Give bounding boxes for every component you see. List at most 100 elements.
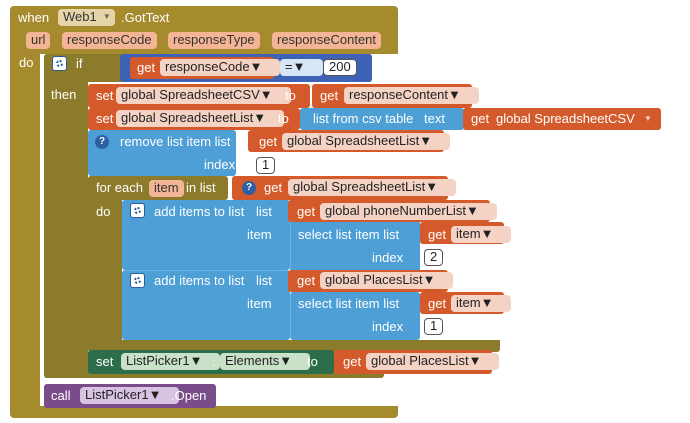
var-dropdown-item[interactable]: item▼: [451, 226, 512, 243]
chevron-down-icon: ▼: [422, 272, 436, 287]
param-url[interactable]: url: [26, 32, 51, 49]
get-label: get: [259, 134, 278, 149]
chevron-down-icon: ▼: [292, 59, 306, 74]
number-200[interactable]: 200: [323, 59, 357, 76]
chevron-down-icon: ▼: [480, 226, 494, 241]
var-dropdown-item[interactable]: item▼: [451, 295, 512, 312]
chevron-down-icon: ▼: [448, 87, 461, 102]
in-list-label: in list: [186, 180, 216, 195]
to-label: to: [285, 88, 296, 103]
number-index-1[interactable]: 1: [256, 157, 276, 174]
index-label: index: [372, 319, 404, 334]
add-items-label: add items to list: [154, 273, 245, 288]
get-label: get: [428, 296, 447, 311]
chevron-down-icon: ▼: [425, 179, 439, 194]
component-dropdown-listpicker1[interactable]: ListPicker1▼: [121, 353, 221, 370]
item-label: item: [247, 296, 272, 311]
var-dropdown-spreadsheetlist[interactable]: global SpreadsheetList▼: [116, 110, 285, 127]
select-list-item-label: select list item list: [298, 296, 400, 311]
set-label: set: [96, 111, 114, 126]
for-each-label: for each: [96, 180, 143, 195]
get-label: get: [297, 273, 316, 288]
chevron-down-icon[interactable]: ▼: [644, 114, 652, 123]
chevron-down-icon: ▼: [279, 353, 293, 368]
dot-label: .: [212, 354, 216, 369]
get-label: get: [297, 204, 316, 219]
remove-list-item-label: remove list item list: [120, 134, 231, 149]
select-list-item-label: select list item list: [298, 227, 400, 242]
mutator-gear-icon[interactable]: [52, 56, 67, 71]
help-icon[interactable]: ?: [95, 135, 109, 149]
get-label: get: [264, 180, 283, 195]
component-dropdown-web1[interactable]: Web1▼: [58, 9, 115, 26]
index-label: index: [204, 157, 236, 172]
var-dropdown-responsecontent[interactable]: responseContent▼: [344, 87, 479, 104]
when-label: when: [18, 10, 50, 25]
text-label: text: [424, 111, 445, 126]
to-label: to: [278, 111, 289, 126]
number-index-2[interactable]: 2: [424, 249, 444, 266]
list-label: list: [256, 273, 272, 288]
var-dropdown-placeslist[interactable]: global PlacesList▼: [366, 353, 500, 370]
var-dropdown-placeslist[interactable]: global PlacesList▼: [320, 272, 454, 289]
for-each-do-label: do: [96, 204, 111, 219]
list-label: list: [256, 204, 272, 219]
chevron-down-icon: ▼: [189, 353, 203, 368]
event-do-label: do: [19, 55, 34, 70]
var-dropdown-responsecode[interactable]: responseCode▼: [160, 59, 281, 76]
to-label: to: [307, 354, 318, 369]
help-icon[interactable]: ?: [242, 181, 256, 195]
if-label: if: [76, 56, 83, 71]
get-label: get: [428, 227, 447, 242]
add-items-label: add items to list: [154, 204, 245, 219]
list-from-csv-label: list from csv table: [313, 111, 414, 126]
mutator-gear-icon[interactable]: [130, 273, 145, 288]
param-responsecontent[interactable]: responseContent: [272, 32, 382, 49]
chevron-down-icon: ▼: [148, 387, 162, 402]
method-open-label: .Open: [171, 388, 207, 403]
get-label: get: [343, 354, 362, 369]
number-index-1[interactable]: 1: [424, 318, 444, 335]
select-list-item-block[interactable]: [290, 292, 420, 340]
chevron-down-icon: ▼: [465, 203, 479, 218]
chevron-down-icon: ▼: [259, 87, 273, 102]
index-label: index: [372, 250, 404, 265]
item-label: item: [247, 227, 272, 242]
get-spreadsheetcsv-block[interactable]: [463, 108, 661, 130]
select-list-item-block[interactable]: [290, 222, 420, 270]
if-then-bottom: [44, 370, 384, 378]
add-items-block-placeslist[interactable]: [122, 270, 290, 340]
mutator-gear-icon[interactable]: [130, 203, 145, 218]
for-each-bottom: [88, 340, 500, 352]
property-dropdown-elements[interactable]: Elements▼: [220, 353, 311, 370]
var-dropdown-spreadsheetlist[interactable]: global SpreadsheetList▼: [288, 179, 457, 196]
event-name: .GotText: [121, 10, 170, 25]
chevron-down-icon: ▼: [102, 12, 111, 21]
get-label: get: [471, 111, 490, 126]
remove-list-item-block[interactable]: [88, 130, 236, 176]
chevron-down-icon: ▼: [468, 353, 482, 368]
var-spreadsheetcsv-text: global SpreadsheetCSV: [496, 111, 635, 126]
add-items-block-phonenumberlist[interactable]: [122, 200, 290, 270]
var-dropdown-spreadsheetlist[interactable]: global SpreadsheetList▼: [282, 133, 451, 150]
chevron-down-icon: ▼: [253, 110, 267, 125]
operator-dropdown[interactable]: =▼: [280, 59, 324, 76]
get-label: get: [320, 88, 339, 103]
if-block[interactable]: [44, 54, 88, 378]
for-each-block[interactable]: [88, 176, 122, 352]
var-dropdown-phonenumberlist[interactable]: global phoneNumberList▼: [320, 203, 497, 220]
set-label: set: [96, 354, 114, 369]
chevron-down-icon: ▼: [480, 295, 494, 310]
param-responsecode[interactable]: responseCode: [62, 32, 157, 49]
set-label: set: [96, 88, 114, 103]
param-responsetype[interactable]: responseType: [168, 32, 260, 49]
chevron-down-icon: ▼: [249, 59, 263, 74]
list-from-csv-table-block[interactable]: [300, 108, 464, 130]
chevron-down-icon: ▼: [419, 133, 433, 148]
then-label: then: [51, 87, 77, 102]
var-dropdown-spreadsheetcsv[interactable]: global SpreadsheetCSV▼: [116, 87, 291, 104]
get-label: get: [137, 60, 156, 75]
loop-var-item[interactable]: item: [149, 180, 184, 197]
call-label: call: [51, 388, 71, 403]
component-dropdown-listpicker1[interactable]: ListPicker1▼: [80, 387, 180, 404]
